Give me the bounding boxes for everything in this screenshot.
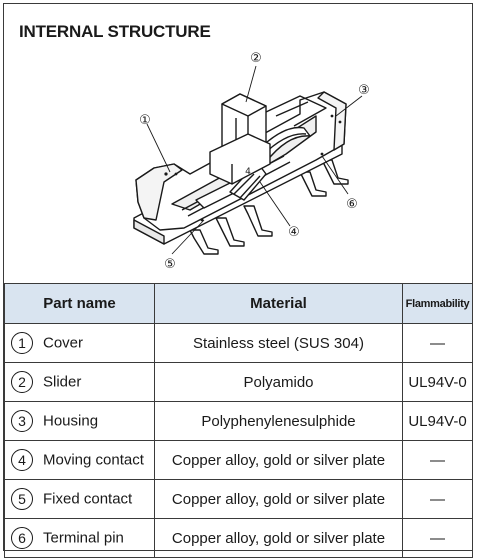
switch-structure-diagram: ① ② ③ ④ ⑤ ⑥ 4	[133, 51, 370, 272]
part-material: Copper alloy, gold or silver plate	[154, 518, 403, 558]
part-flammability: UL94V-0	[402, 401, 473, 441]
part-flammability: UL94V-0	[402, 362, 473, 402]
part-flammability: —	[402, 479, 473, 519]
part-material: Copper alloy, gold or silver plate	[154, 440, 403, 480]
part-material: Copper alloy, gold or silver plate	[154, 479, 403, 519]
callout-3: ③	[358, 83, 370, 98]
part-material: Polyphenylenesulphide	[154, 401, 403, 441]
section-title: INTERNAL STRUCTURE	[19, 22, 211, 41]
part-flammability: —	[402, 518, 473, 558]
part-material: Polyamido	[154, 362, 403, 402]
callout-5: ⑤	[164, 257, 176, 272]
callout-6: ⑥	[346, 197, 358, 212]
part-number-badge: 1	[11, 332, 33, 354]
part-flammability: —	[402, 323, 473, 363]
header-material: Material	[154, 283, 403, 324]
part-name: Fixed contact	[43, 490, 133, 508]
part-name: Terminal pin	[43, 529, 124, 547]
part-number-badge: 4	[11, 449, 33, 471]
part-name: Slider	[43, 373, 82, 391]
part-number-badge: 6	[11, 527, 33, 549]
header-part-name: Part name	[4, 283, 155, 324]
table-row: 6 Terminal pin Copper alloy, gold or silv…	[4, 518, 473, 558]
part-number-badge: 5	[11, 488, 33, 510]
part-material: Stainless steel (SUS 304)	[154, 323, 403, 363]
part-name: Cover	[43, 334, 84, 352]
table-header-row: Part name Material Flammability	[4, 283, 473, 324]
table-row: 1 Cover Stainless steel (SUS 304) —	[4, 323, 473, 363]
table-row: 5 Fixed contact Copper alloy, gold or sil…	[4, 479, 473, 519]
parts-table: Part name Material Flammability 1 Cover S…	[4, 283, 473, 558]
table-row: 4 Moving contact Copper alloy, gold or si…	[4, 440, 473, 480]
callout-2: ②	[250, 51, 262, 66]
table-row: 2 Slider Polyamido UL94V-0	[4, 362, 473, 402]
part-number-badge: 2	[11, 371, 33, 393]
part-flammability: —	[402, 440, 473, 480]
part-name: Moving contact	[43, 451, 144, 469]
part-number-badge: 3	[11, 410, 33, 432]
header-flammability: Flammability	[402, 283, 473, 324]
callout-4: ④	[288, 225, 300, 240]
spec-panel: INTERNAL STRUCTURE	[3, 3, 473, 558]
table-row: 3 Housing Polyphenylenesulphide UL94V-0	[4, 401, 473, 441]
contact-label: 4	[245, 167, 251, 177]
callout-1: ①	[139, 113, 151, 128]
part-name: Housing	[43, 412, 99, 430]
